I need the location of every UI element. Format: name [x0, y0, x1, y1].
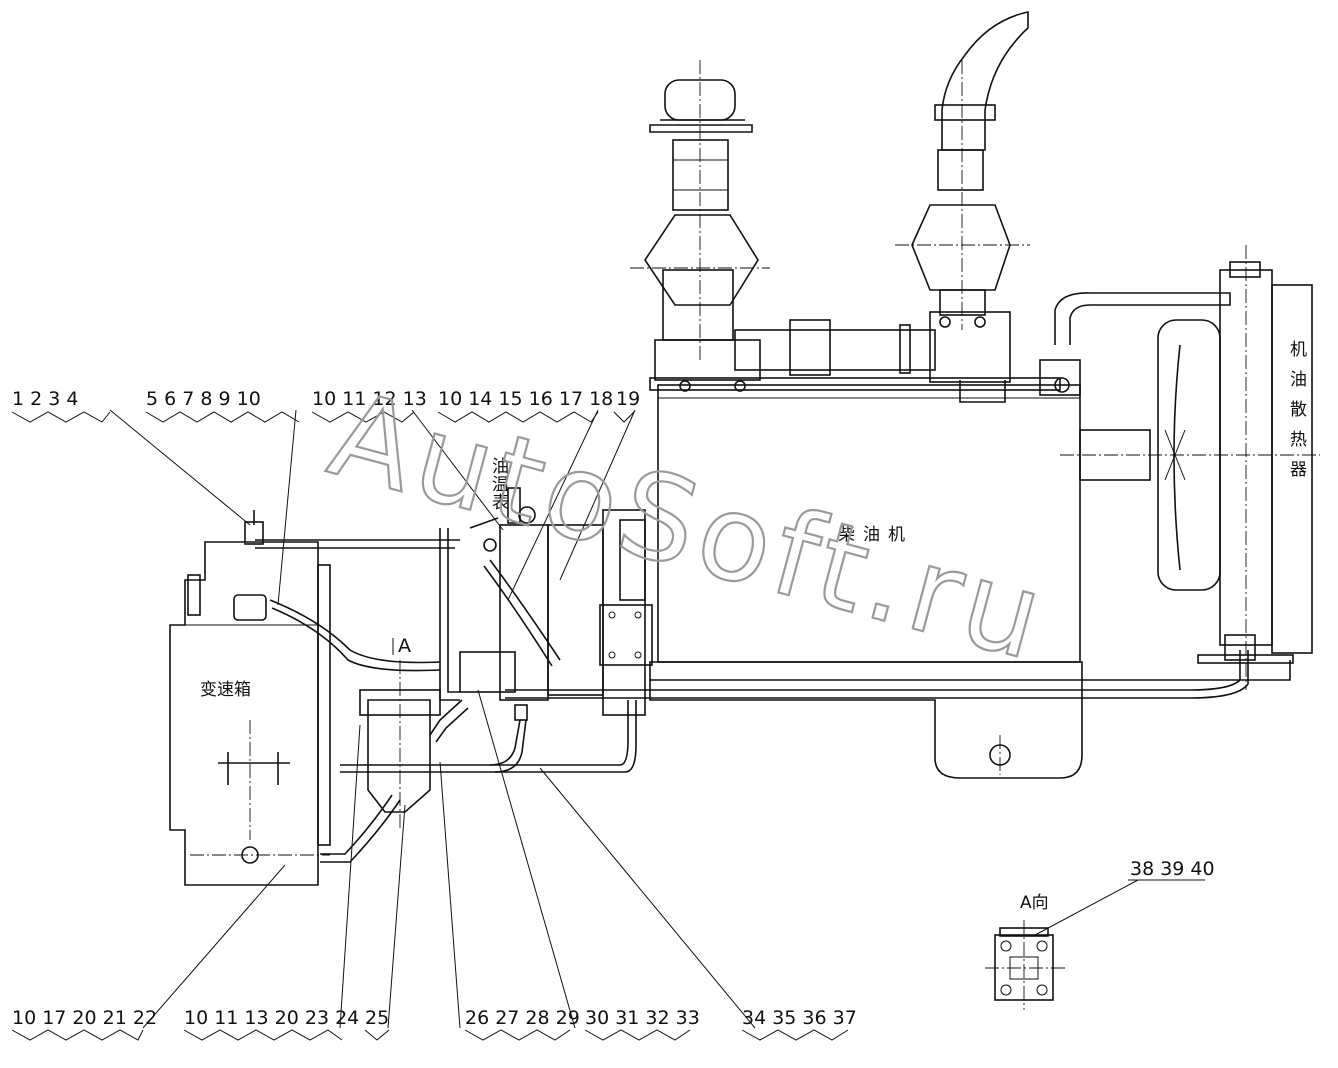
engine-label: 柴油机: [838, 525, 913, 545]
watermark: AutoSoft.ru: [316, 363, 1063, 688]
leader-lines: [109, 409, 1139, 1029]
callout-26-29-label: 26 27 28 29: [465, 1007, 580, 1029]
air-intake-assembly: [630, 60, 770, 360]
oil-gauge-label-3: 表: [492, 493, 509, 513]
component-labels: 变速箱 柴油机 机 油 散 热 器 油 温 表 A A向: [200, 340, 1307, 913]
callout-38-40-label: 38 39 40: [1130, 858, 1215, 880]
callout-25: 25: [364, 1007, 390, 1041]
callout-26-29: 26 27 28 29: [464, 1007, 580, 1041]
callout-34-37-label: 34 35 36 37: [742, 1007, 857, 1029]
oil-cooler-label-4: 热: [1290, 430, 1307, 450]
callout-19-label: 19: [616, 388, 640, 410]
exhaust-assembly: [895, 11, 1030, 330]
callouts-top: 1 2 3 4 5 6 7 8 9 10 10 11 12 13 10 14 1…: [11, 388, 640, 423]
callout-10-24-label: 10 11 13 20 23 24: [184, 1007, 359, 1029]
callout-10-24: 10 11 13 20 23 24: [183, 1007, 359, 1041]
oil-gauge-label-1: 油: [492, 457, 509, 477]
callouts-bottom: 10 17 20 21 22 10 11 13 20 23 24 25 26 2…: [11, 858, 1215, 1041]
gearbox-label: 变速箱: [200, 680, 251, 700]
callout-38-40: 38 39 40: [1128, 858, 1215, 881]
callout-5-10: 5 6 7 8 9 10: [145, 388, 300, 423]
oil-cooler-label-5: 器: [1290, 460, 1307, 480]
callout-10-18-label: 10 14 15 16 17 18: [438, 388, 613, 410]
oil-gauge-label-2: 温: [492, 475, 509, 495]
view-a-detail: [985, 920, 1065, 1010]
callout-10-18: 10 14 15 16 17 18: [437, 388, 613, 423]
callout-30-33-label: 30 31 32 33: [585, 1007, 700, 1029]
diesel-engine: [649, 311, 1320, 779]
gearbox: [169, 510, 331, 886]
callout-1-4-label: 1 2 3 4: [12, 388, 78, 410]
watermark-text: AutoSoft.ru: [317, 365, 1061, 688]
oil-cooler: [1054, 245, 1313, 690]
callout-25-label: 25: [365, 1007, 389, 1029]
callout-19: 19: [613, 388, 640, 423]
valve-block: [459, 487, 653, 721]
callout-30-33: 30 31 32 33: [584, 1007, 700, 1041]
callout-1-4: 1 2 3 4: [11, 388, 111, 423]
callout-34-37: 34 35 36 37: [741, 1007, 857, 1041]
callout-5-10-label: 5 6 7 8 9 10: [146, 388, 261, 410]
callout-10-22-label: 10 17 20 21 22: [12, 1007, 157, 1029]
oil-cooler-label-2: 油: [1290, 370, 1307, 390]
oil-cooler-label-3: 散: [1290, 400, 1307, 420]
oil-filter: [359, 660, 441, 830]
callout-10-22: 10 17 20 21 22: [11, 1007, 157, 1041]
callout-10-13-label: 10 11 12 13: [312, 388, 427, 410]
callout-10-13: 10 11 12 13: [311, 388, 427, 423]
view-a-title: A向: [1020, 893, 1049, 913]
pipe-network: [255, 517, 1291, 863]
view-a-marker: A: [398, 635, 411, 657]
oil-cooler-label-1: 机: [1290, 340, 1307, 360]
